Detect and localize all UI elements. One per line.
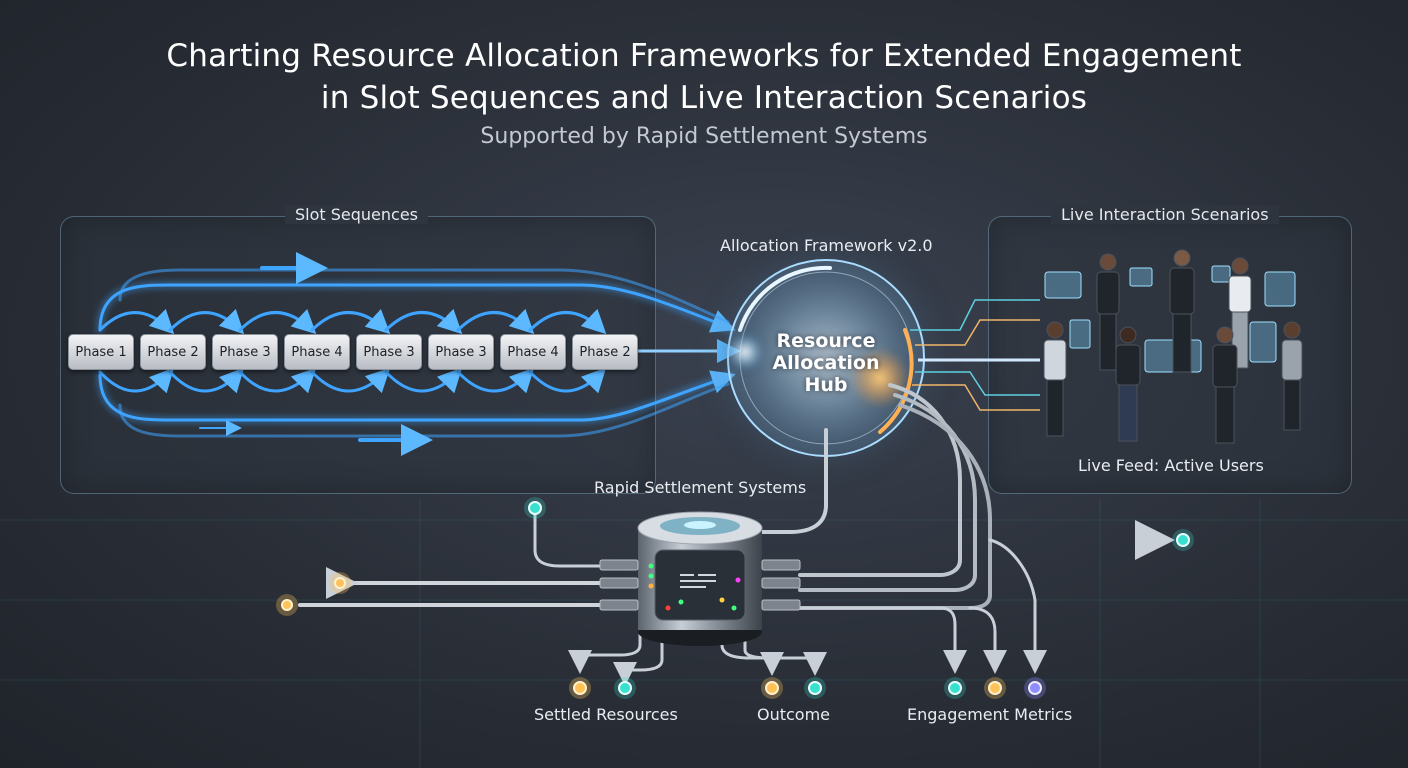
page-title-line-2: in Slot Sequences and Live Interaction S… — [320, 80, 1088, 116]
phase-box: Phase 3 — [212, 334, 278, 370]
outcome-label: Outcome — [757, 705, 831, 724]
phase-box: Phase 3 — [428, 334, 494, 370]
settlement-label: Rapid Settlement Systems — [594, 478, 807, 497]
settled-resources-label: Settled Resources — [534, 705, 678, 724]
page-subtitle: Supported by Rapid Settlement Systems — [480, 124, 928, 149]
node-amber-1 — [329, 572, 351, 594]
page-title-line-1: Charting Resource Allocation Frameworks … — [166, 38, 1242, 74]
glow-nodes — [276, 497, 1194, 699]
phase-box: Phase 4 — [500, 334, 566, 370]
node-teal-metrics — [944, 677, 966, 699]
node-teal-settled — [614, 677, 636, 699]
settlement-device — [599, 511, 801, 646]
hub-to-live-connectors — [910, 299, 1040, 411]
framework-label: Allocation Framework v2.0 — [720, 236, 933, 255]
phase-box: Phase 2 — [572, 334, 638, 370]
node-teal-top — [524, 497, 546, 519]
settlement-pipes — [298, 383, 1175, 686]
live-interaction-title: Live Interaction Scenarios — [1051, 205, 1279, 224]
node-amber-metrics — [984, 677, 1006, 699]
hub-name: Resource Allocation Hub — [772, 330, 880, 396]
phase-box: Phase 3 — [356, 334, 422, 370]
engagement-metrics-label: Engagement Metrics — [907, 705, 1073, 724]
live-feed-label: Live Feed: Active Users — [1078, 456, 1264, 475]
node-violet-metrics — [1024, 677, 1046, 699]
live-interaction-panel: Live Interaction Scenarios — [988, 205, 1352, 494]
node-teal-outcome — [804, 677, 826, 699]
slot-sequences-title: Slot Sequences — [285, 205, 429, 224]
phase-box: Phase 1 — [68, 334, 134, 370]
slot-loop-arrows — [96, 252, 741, 456]
node-amber-outcome — [761, 677, 783, 699]
node-amber-settled — [569, 677, 591, 699]
node-amber-2 — [276, 594, 298, 616]
live-users-illustration — [1043, 249, 1303, 444]
node-teal-right — [1172, 529, 1194, 551]
phase-box: Phase 2 — [140, 334, 206, 370]
phase-box: Phase 4 — [284, 334, 350, 370]
